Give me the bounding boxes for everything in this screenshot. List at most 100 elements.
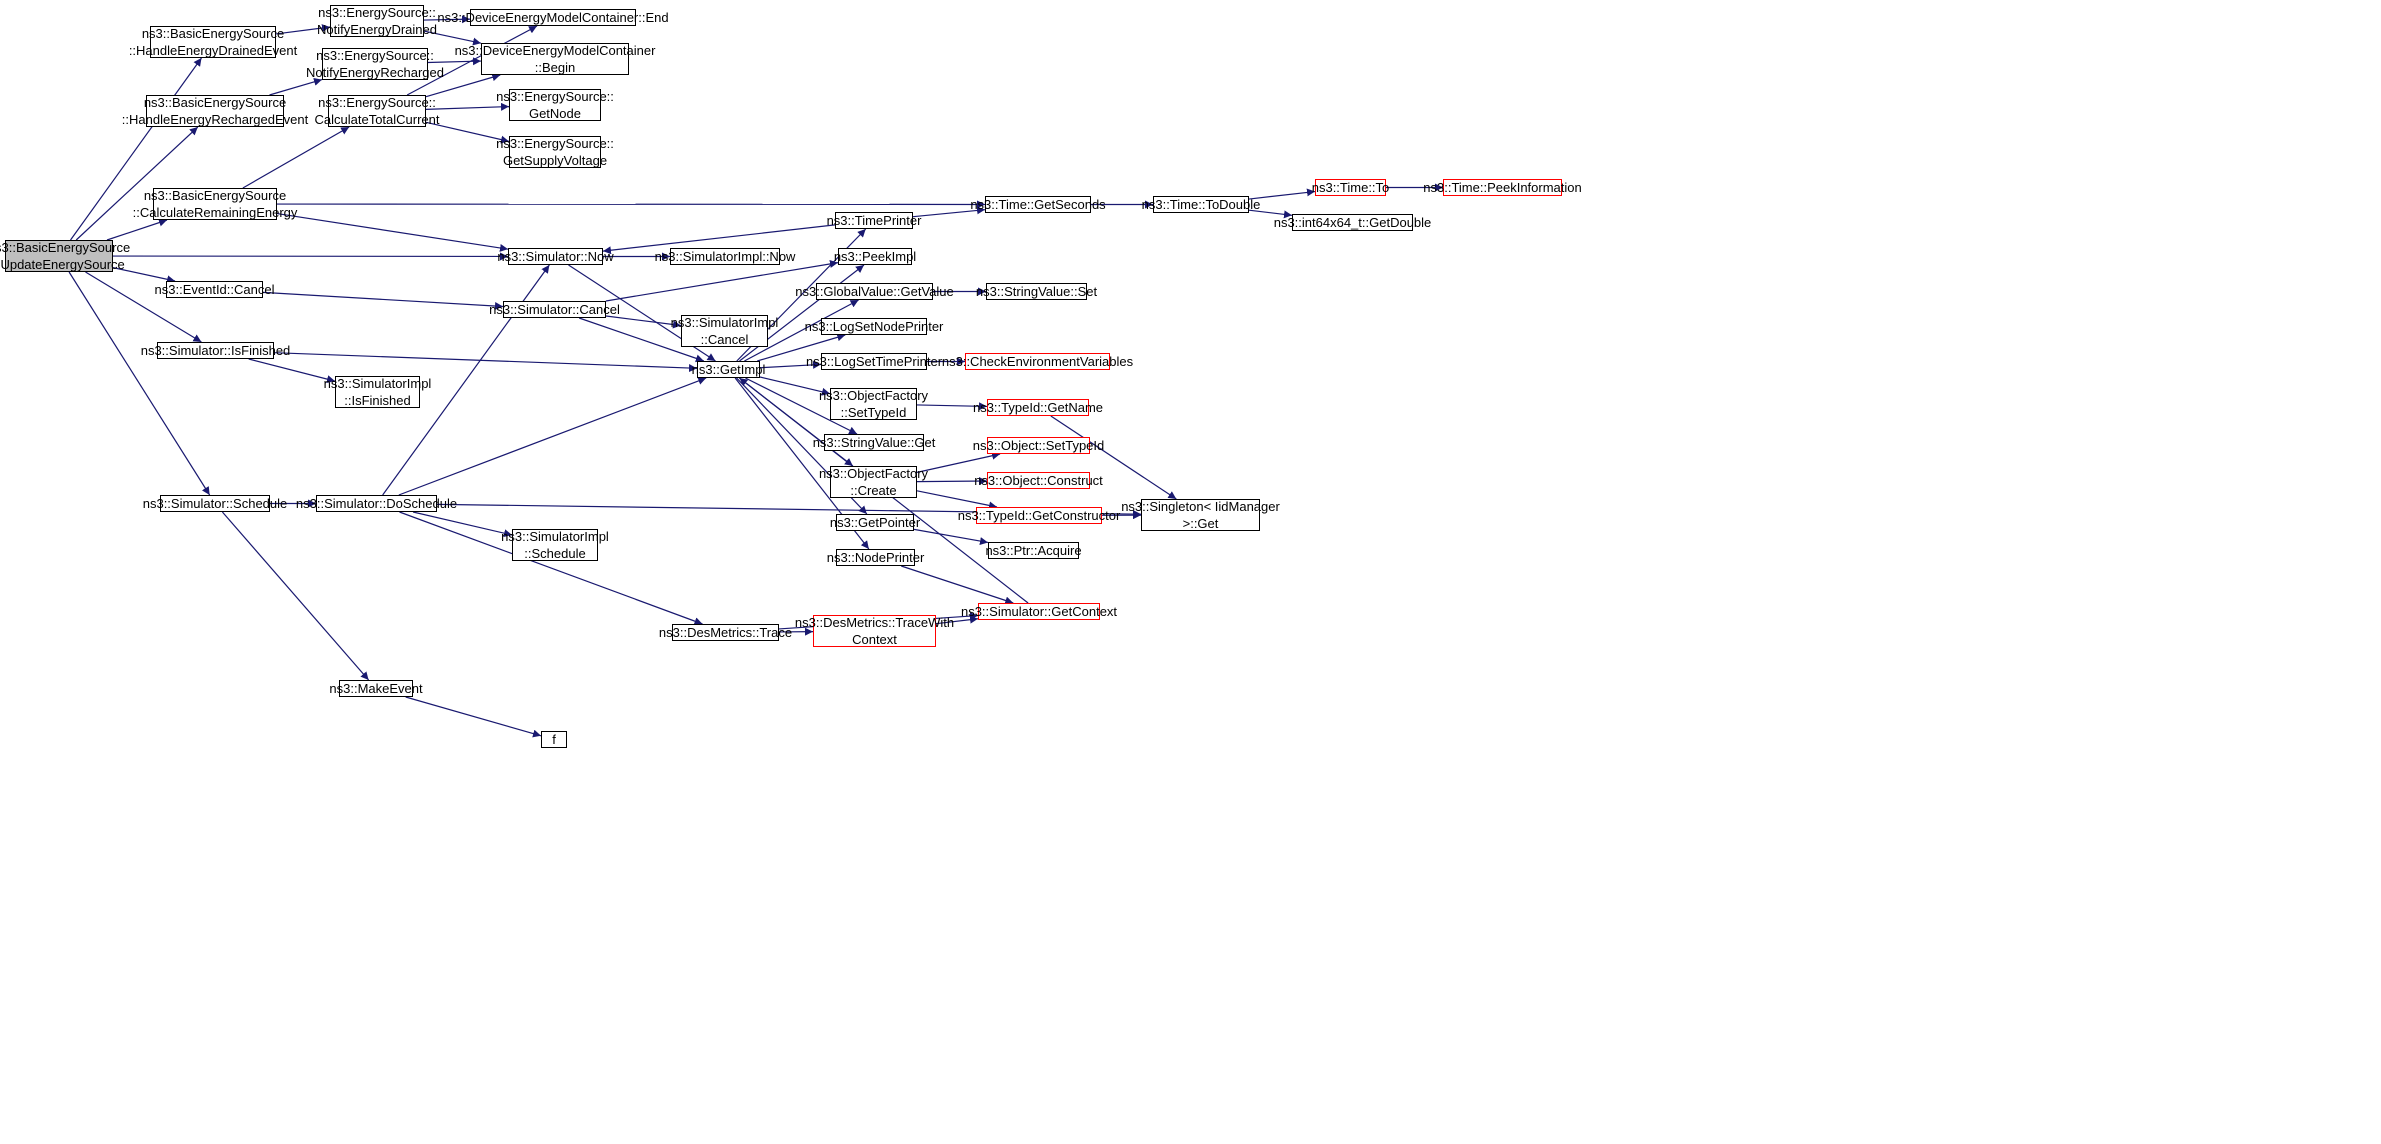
node-mke[interactable]: ns3::MakeEvent — [329, 680, 423, 697]
edge-ofc-to-tgc — [916, 490, 998, 510]
edge-ofc-to-oco — [916, 477, 988, 486]
node-ost[interactable]: ns3::Object::SetTypeId — [973, 437, 1104, 454]
node-ofc[interactable]: ns3::ObjectFactory::Create — [819, 466, 928, 498]
node-scan[interactable]: ns3::Simulator::Cancel — [489, 301, 620, 318]
node-oco[interactable]: ns3::Object::Construct — [974, 472, 1103, 489]
edge-ofs-to-tgn — [916, 402, 988, 411]
node-cev[interactable]: ns3::CheckEnvironmentVariables — [942, 353, 1133, 370]
node-hed[interactable]: ns3::BasicEnergySource::HandleEnergyDrai… — [129, 26, 297, 58]
edge-ctc-to-gsv — [425, 121, 510, 144]
node-gptr[interactable]: ns3::GetPointer — [830, 514, 920, 531]
node-label: Context — [852, 632, 897, 647]
node-label: ns3::GetImpl — [691, 362, 766, 377]
node-label: ns3::DesMetrics::Trace — [658, 625, 793, 640]
node-label: ns3::Time::GetSeconds — [970, 197, 1106, 212]
node-ner[interactable]: ns3::EnergySource::NotifyEnergyRecharged — [306, 48, 444, 80]
edge-npr-to-sgc — [901, 565, 1014, 605]
node-label: ::IsFinished — [344, 393, 411, 408]
node-label: ns3::PeekImpl — [833, 249, 917, 264]
node-tgn[interactable]: ns3::TypeId::GetName — [973, 399, 1103, 416]
node-lstp[interactable]: ns3::LogSetTimePrinter — [806, 353, 942, 370]
node-ttd[interactable]: ns3::Time::ToDouble — [1142, 196, 1260, 213]
node-label: ::UpdateEnergySource — [0, 257, 125, 272]
edge-scan-to-pimp — [605, 259, 839, 302]
node-label: ns3::Simulator::Schedule — [142, 496, 288, 511]
node-tgs[interactable]: ns3::Time::GetSeconds — [970, 196, 1106, 213]
node-lsnp[interactable]: ns3::LogSetNodePrinter — [805, 318, 943, 335]
node-svg[interactable]: ns3::StringValue::Get — [813, 434, 935, 451]
node-label: ::Schedule — [524, 546, 586, 561]
edge-ner-to-dbeg — [427, 57, 482, 66]
edge-ssc-to-mke — [221, 511, 370, 681]
node-sdos[interactable]: ns3::Simulator::DoSchedule — [296, 495, 457, 512]
node-label: ns3::StringValue::Get — [812, 435, 936, 450]
edge-gimp-to-lstp — [759, 360, 822, 369]
node-label: ns3::GetPointer — [829, 515, 921, 530]
node-gsv[interactable]: ns3::EnergySource::GetSupplyVoltage — [496, 136, 614, 168]
node-label: ns3::SimulatorImpl — [670, 315, 779, 330]
node-snow[interactable]: ns3::Simulator::Now — [497, 248, 614, 265]
edge-root-to-her — [75, 126, 199, 241]
node-label: ns3::DeviceEnergyModelContainer::End — [437, 10, 669, 25]
edge-gimp-to-ofs — [759, 376, 831, 396]
node-dend[interactable]: ns3::DeviceEnergyModelContainer::End — [437, 9, 669, 26]
edge-her-to-ner — [269, 77, 323, 96]
node-sing[interactable]: ns3::Singleton< IidManager>::Get — [1121, 499, 1280, 531]
node-root[interactable]: ns3::BasicEnergySource::UpdateEnergySour… — [0, 240, 130, 272]
node-ofs[interactable]: ns3::ObjectFactory::SetTypeId — [819, 388, 928, 420]
node-label: ns3::TypeId::GetName — [972, 400, 1104, 415]
node-f[interactable]: f — [541, 731, 567, 748]
edge-dmtc-to-sgc — [935, 615, 979, 625]
node-ctc[interactable]: ns3::EnergySource::CalculateTotalCurrent — [315, 95, 440, 127]
node-sif[interactable]: ns3::Simulator::IsFinished — [141, 342, 290, 359]
edge-hed-to-ned — [275, 24, 331, 35]
node-label: ns3::EnergySource:: — [318, 5, 436, 20]
node-pimp[interactable]: ns3::PeekImpl — [834, 248, 916, 265]
node-label: ::SetTypeId — [840, 405, 907, 420]
node-label: ns3::SimulatorImpl — [501, 529, 609, 544]
node-label: ns3::CheckEnvironmentVariables — [941, 354, 1134, 369]
node-cre[interactable]: ns3::BasicEnergySource::CalculateRemaini… — [133, 188, 297, 220]
node-sican[interactable]: ns3::SimulatorImpl::Cancel — [671, 315, 778, 347]
node-label: ns3::Simulator::Cancel — [489, 302, 620, 317]
node-svs[interactable]: ns3::StringValue::Set — [976, 283, 1097, 300]
node-sgc[interactable]: ns3::Simulator::GetContext — [961, 603, 1117, 620]
node-her[interactable]: ns3::BasicEnergySource::HandleEnergyRech… — [122, 95, 308, 127]
node-sifin[interactable]: ns3::SimulatorImpl::IsFinished — [324, 376, 431, 408]
node-pacq[interactable]: ns3::Ptr::Acquire — [985, 542, 1082, 559]
node-igd[interactable]: ns3::int64x64_t::GetDouble — [1274, 214, 1431, 231]
node-tgc[interactable]: ns3::TypeId::GetConstructor — [958, 507, 1120, 524]
node-label: ns3::DesMetrics::TraceWith — [794, 615, 955, 630]
node-label: ns3::Time::To — [1311, 180, 1390, 195]
node-ced[interactable]: ns3::EventId::Cancel — [155, 281, 274, 298]
node-label: ns3::EnergySource:: — [496, 89, 614, 104]
edge-sdos-to-sisch — [412, 511, 513, 538]
edge-ctc-to-gnode — [425, 102, 510, 111]
node-label: ns3::EnergySource:: — [496, 136, 614, 151]
node-sisch[interactable]: ns3::SimulatorImpl::Schedule — [501, 529, 609, 561]
node-label: ::Begin — [534, 60, 576, 75]
node-tpi[interactable]: ns3::Time::PeekInformation — [1423, 179, 1582, 196]
node-label: ns3::Singleton< IidManager — [1121, 499, 1280, 514]
edge-root-to-sif — [85, 271, 202, 343]
node-label: ns3::int64x64_t::GetDouble — [1273, 215, 1432, 230]
node-dmt[interactable]: ns3::DesMetrics::Trace — [659, 624, 792, 641]
node-ned[interactable]: ns3::EnergySource::NotifyEnergyDrained — [317, 5, 437, 37]
node-tpr[interactable]: ns3::TimePrinter — [827, 212, 921, 229]
edge-ned-to-dend — [423, 15, 471, 24]
edge-ctc-to-dend — [406, 25, 538, 96]
node-npr[interactable]: ns3::NodePrinter — [827, 549, 924, 566]
node-gimp[interactable]: ns3::GetImpl — [692, 361, 765, 378]
node-sinow[interactable]: ns3::SimulatorImpl::Now — [655, 248, 795, 265]
edge-ofc-to-ost — [916, 451, 1001, 473]
node-ssc[interactable]: ns3::Simulator::Schedule — [143, 495, 287, 512]
node-gnode[interactable]: ns3::EnergySource::GetNode — [496, 89, 614, 121]
node-dbeg[interactable]: ns3::DeviceEnergyModelContainer::Begin — [455, 43, 655, 75]
node-ttto[interactable]: ns3::Time::To — [1312, 179, 1389, 196]
node-ggv[interactable]: ns3::GlobalValue::GetValue — [795, 283, 954, 300]
node-label: ns3::ObjectFactory — [818, 466, 929, 481]
edge-mke-to-f — [405, 696, 542, 738]
